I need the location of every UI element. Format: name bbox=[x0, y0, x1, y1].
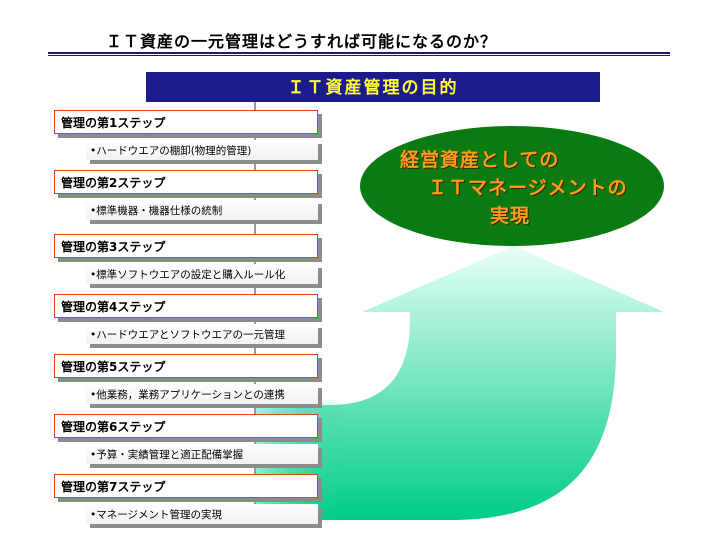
goal-line-2: ＩＴマネージメントの bbox=[428, 177, 628, 199]
step-3-box: 管理の第3ステップ bbox=[54, 234, 318, 258]
goal-text: 経営資産としての ＩＴマネージメントの 実現 bbox=[370, 146, 660, 230]
title-underline-thin bbox=[48, 55, 670, 56]
step-6-box: 管理の第6ステップ bbox=[54, 414, 318, 438]
purpose-banner: ＩＴ資産管理の目的 bbox=[146, 72, 600, 102]
title-underline bbox=[48, 52, 670, 54]
step-4-box: 管理の第4ステップ bbox=[54, 294, 318, 318]
step-7-detail: •マネージメント管理の実現 bbox=[86, 504, 318, 524]
step-2-box: 管理の第2ステップ bbox=[54, 170, 318, 194]
step-2-detail: •標準機器・機器仕様の統制 bbox=[86, 200, 318, 220]
curved-arrow-body bbox=[256, 246, 664, 520]
step-4-detail: •ハードウエアとソフトウエアの一元管理 bbox=[86, 324, 318, 344]
page-title: ＩＴ資産の一元管理はどうすれば可能になるのか？ bbox=[106, 32, 498, 51]
step-1-box: 管理の第1ステップ bbox=[54, 110, 318, 134]
step-1-detail: •ハードウエアの棚卸(物理的管理) bbox=[86, 140, 318, 160]
goal-line-3: 実現 bbox=[490, 205, 531, 227]
step-5-box: 管理の第5ステップ bbox=[54, 354, 318, 378]
step-7-box: 管理の第7ステップ bbox=[54, 474, 318, 498]
goal-ellipse bbox=[360, 126, 664, 246]
step-6-detail: •予算・実績管理と適正配備掌握 bbox=[86, 444, 318, 464]
goal-line-1: 経営資産としての bbox=[400, 149, 560, 171]
step-3-detail: •標準ソフトウエアの設定と購入ルール化 bbox=[86, 264, 318, 284]
step-5-detail: •他業務，業務アプリケーションとの連携 bbox=[86, 384, 318, 404]
